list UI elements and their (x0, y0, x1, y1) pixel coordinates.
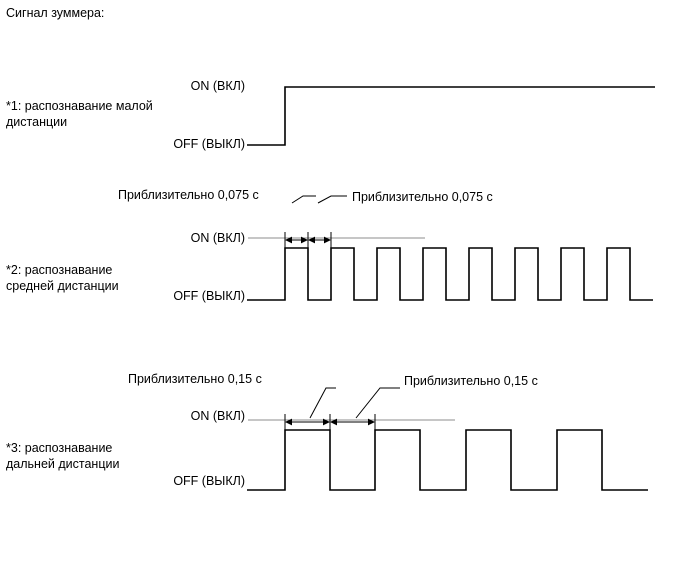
waveform-long-distance (247, 387, 648, 491)
leader-line-long-right (355, 387, 400, 419)
signal-label-medium-distance: *2: распознавание средней дистанции (6, 263, 119, 293)
on-level-label-short-distance: ON (ВКЛ) (190, 79, 245, 93)
signal-label-long-distance: *3: распознавание дальней дистанции (6, 441, 120, 471)
waveform-medium-distance (247, 195, 653, 301)
on-level-label-medium-distance: ON (ВКЛ) (190, 231, 245, 245)
dimension-arrow-long-right (330, 418, 375, 426)
waveform-short-distance (247, 86, 655, 146)
off-level-label-medium-distance: OFF (ВЫКЛ) (173, 289, 245, 303)
off-level-label-long-distance: OFF (ВЫКЛ) (173, 474, 245, 488)
annotation-long-left: Приблизительно 0,15 с (128, 372, 262, 386)
leader-line-long-left (309, 387, 336, 419)
signal-label-short-distance: *1: распознавание малой дистанции (6, 99, 153, 129)
leader-line-medium-left (291, 195, 316, 204)
annotation-medium-right: Приблизительно 0,075 с (352, 190, 493, 204)
dimension-arrow-medium-left (285, 236, 308, 244)
on-level-label-long-distance: ON (ВКЛ) (190, 409, 245, 423)
annotation-long-right: Приблизительно 0,15 с (404, 374, 538, 388)
leader-line-medium-right (317, 195, 347, 204)
dimension-arrow-long-left (285, 418, 330, 426)
off-level-label-short-distance: OFF (ВЫКЛ) (173, 137, 245, 151)
annotation-medium-left: Приблизительно 0,075 с (118, 188, 259, 202)
dimension-arrow-medium-right (308, 236, 331, 244)
page-title: Сигнал зуммера: (6, 6, 105, 20)
